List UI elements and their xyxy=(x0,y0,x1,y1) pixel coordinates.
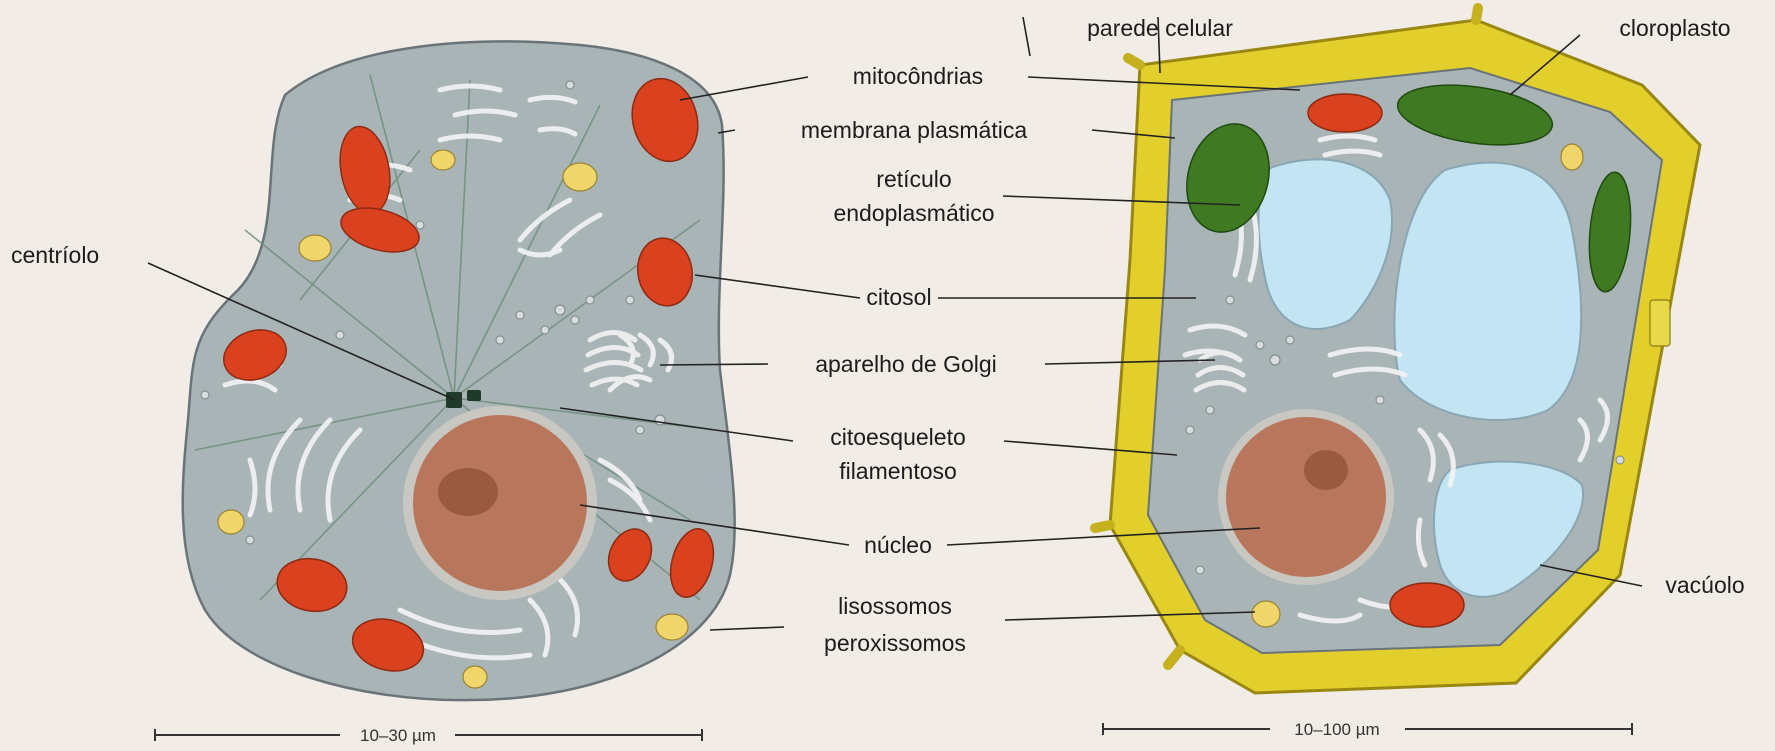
plant-scale-label: 10–100 µm xyxy=(1294,720,1379,739)
label-mitocondrias: mitocôndrias xyxy=(853,63,983,89)
label-citoesqueleto-line1: citoesqueleto xyxy=(830,424,966,450)
label-centriolo: centríolo xyxy=(11,242,99,268)
label-vacuolo: vacúolo xyxy=(1665,572,1744,598)
plant-scale-bar: 10–100 µm xyxy=(1103,720,1632,739)
label-nucleo: núcleo xyxy=(864,532,932,558)
animal-cell xyxy=(183,42,735,701)
animal-scale-label: 10–30 µm xyxy=(360,726,436,745)
label-lisossomos: lisossomos xyxy=(838,593,952,619)
label-citoesqueleto-line2: filamentoso xyxy=(839,458,957,484)
label-peroxissomos: peroxissomos xyxy=(824,630,966,656)
label-reticulo-line2: endoplasmático xyxy=(833,200,994,226)
label-citosol: citosol xyxy=(866,284,931,310)
plant-cell xyxy=(1095,8,1700,693)
plant-nucleus xyxy=(1218,409,1394,585)
label-reticulo-line1: retículo xyxy=(876,166,951,192)
animal-nucleus xyxy=(403,406,597,600)
label-aparelho-golgi: aparelho de Golgi xyxy=(815,351,997,377)
animal-scale-bar: 10–30 µm xyxy=(155,726,702,745)
plasmodesma xyxy=(1650,300,1670,346)
label-membrana-plasmatica: membrana plasmática xyxy=(801,117,1027,143)
label-cloroplasto: cloroplasto xyxy=(1619,15,1730,41)
label-parede-celular: parede celular xyxy=(1087,15,1233,41)
